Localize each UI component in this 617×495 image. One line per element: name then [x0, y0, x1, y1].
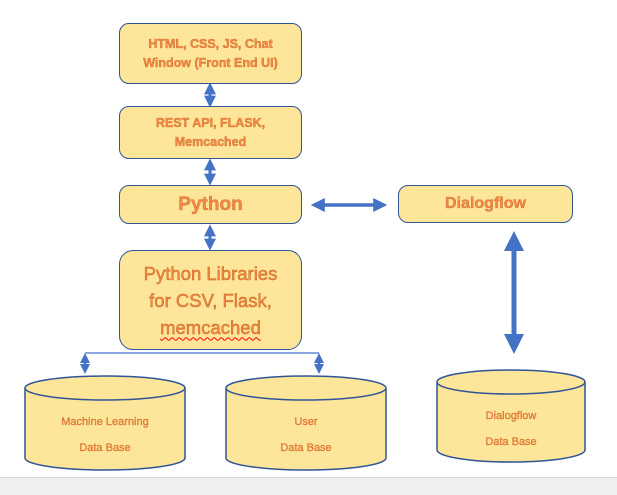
python-node: Python — [119, 185, 302, 224]
user-db-label: User Data Base — [226, 409, 386, 461]
cylinder-dialogflow-db — [436, 369, 586, 463]
python-libraries-text: Python Libraries for CSV, Flask, memcach… — [143, 260, 278, 341]
dialogflow-node: Dialogflow — [398, 185, 573, 223]
dialogflow-db-label: Dialogflow Data Base — [437, 403, 585, 455]
libraries-line-3: memcached — [160, 316, 261, 338]
frontend-node: HTML, CSS, JS, Chat Window (Front End UI… — [119, 23, 302, 84]
libraries-line-1: Python Libraries — [143, 262, 278, 284]
ml-db-line-2: Data Base — [79, 442, 131, 454]
dialogflow-label: Dialogflow — [445, 195, 526, 212]
ml-db-label: Machine Learning Data Base — [25, 409, 185, 461]
dialogflow-db-line-1: Dialogflow — [485, 410, 537, 422]
bottom-bar — [0, 477, 617, 495]
ml-db-line-1: Machine Learning — [61, 416, 149, 428]
rest-api-node: REST API, FLASK, Memcached — [119, 106, 302, 159]
libraries-line-2: for CSV, Flask, — [149, 289, 272, 311]
user-db-line-2: Data Base — [280, 442, 332, 454]
cylinder-ml-db — [24, 375, 186, 471]
python-label: Python — [178, 193, 243, 215]
python-libraries-node: Python Libraries for CSV, Flask, memcach… — [119, 250, 302, 350]
user-db-line-1: User — [294, 416, 318, 428]
cylinder-user-db — [225, 375, 387, 471]
rest-api-label: REST API, FLASK, Memcached — [155, 115, 266, 149]
frontend-label: HTML, CSS, JS, Chat Window (Front End UI… — [143, 36, 278, 70]
dialogflow-db-line-2: Data Base — [485, 436, 537, 448]
